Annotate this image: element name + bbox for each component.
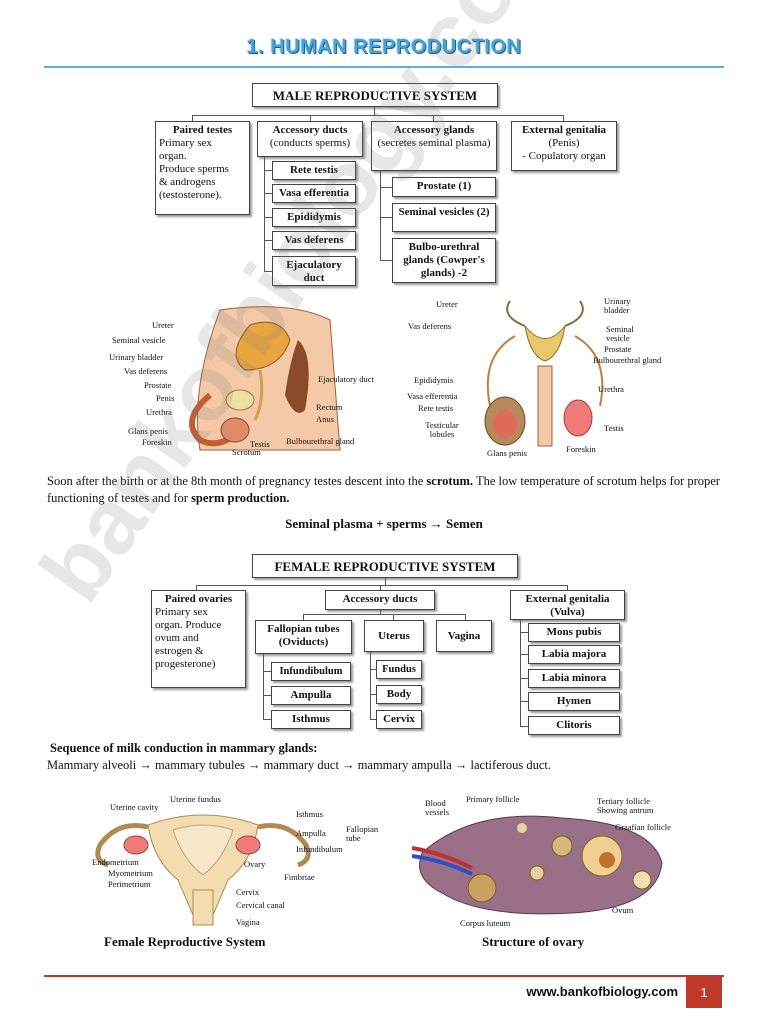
seminal-vesicles-box: Seminal vesicles (2) [392,203,496,232]
fallopian-tubes-box: Fallopian tubes (Oviducts) [255,620,352,654]
accessory-ducts-box: Accessory ducts (conducts sperms) [257,121,363,157]
testes-descent-paragraph: Soon after the birth or at the 8th month… [47,473,727,507]
d2-label-testis: Testis [604,424,624,433]
ov-label-corpus-luteum: Corpus luteum [460,919,510,928]
epididymis-box: Epididymis [272,208,356,227]
fd-label-perimetrium: Perimetrium [108,880,151,889]
ov-label-graafian-follicle: Graafian follicle [615,823,671,832]
ov-label-tertiary-follicle: Tertiary follicle Showing antrum [597,797,677,815]
d2-label-prostate: Prostate [604,345,631,354]
vagina-box: Vagina [436,620,492,652]
vas-deferens-box: Vas deferens [272,231,356,250]
milk-sequence: Mammary alveoli → mammary tubules → mamm… [47,758,551,773]
ov-label-blood-vessels: Blood vessels [425,799,461,817]
isthmus-box: Isthmus [271,710,351,729]
ampulla-box: Ampulla [271,686,351,705]
infundibulum-box: Infundibulum [271,662,351,681]
d2-label-epididymis: Epididymis [414,376,453,385]
d2-label-rete-testis: Rete testis [418,404,453,413]
d1-label-ejaculatory-duct: Ejaculatory duct [318,375,374,384]
d1-label-foreskin: Foreskin [142,438,172,447]
fd-label-fimbriae: Fimbriae [284,873,315,882]
fd-label-infundibulum: Infundibulum [296,845,343,854]
fd-label-ovary: Ovary [244,860,265,869]
d2-label-vas-deferens: Vas deferens [408,322,451,331]
fd-label-fallopian-tube: Fallopian tube [346,825,380,843]
d2-label-urinary-bladder: Urinary bladder [604,297,650,315]
labia-majora-box: Labia majora [528,645,620,664]
ovary-diagram-caption: Structure of ovary [482,934,584,950]
prostate-box: Prostate (1) [392,177,496,197]
labia-minora-box: Labia minora [528,669,620,688]
female-diagram-caption: Female Reproductive System [104,934,266,950]
male-system-header: MALE REPRODUCTIVE SYSTEM [252,83,498,107]
d2-label-foreskin: Foreskin [566,445,596,454]
d1-label-bulbourethral: Bulbourethral gland [286,437,356,446]
fd-label-isthmus: Isthmus [296,810,323,819]
d1-label-ureter: Ureter [152,321,174,330]
external-genitalia-female-box: External genitalia (Vulva) [510,590,625,620]
d1-label-urinary-bladder: Urinary bladder [109,353,163,362]
page-title: 1. HUMAN REPRODUCTION [0,36,768,59]
d1-label-seminal-vesicle: Seminal vesicle [112,336,166,345]
d1-label-glans-penis: Glans penis [128,427,168,436]
bulbo-urethral-box: Bulbo-urethral glands (Cowper's glands) … [392,238,496,283]
ejaculatory-duct-box: Ejaculatory duct [272,256,356,286]
body-box: Body [376,685,422,704]
fd-label-vagina: Vagina [236,918,260,927]
female-accessory-ducts-box: Accessory ducts [325,590,435,610]
d1-label-rectum: Rectum [316,403,342,412]
fd-label-myometrium: Myometrium [108,869,153,878]
d1-label-penis: Penis [156,394,174,403]
milk-heading: Sequence of milk conduction in mammary g… [50,741,317,756]
male-frontview-illustration [470,296,620,456]
clitoris-box: Clitoris [528,716,620,735]
d2-label-bulbourethral: Bulbourethral gland [593,356,663,365]
fd-label-endometrium: Endometrium [92,858,139,867]
fd-label-cervix: Cervix [236,888,259,897]
d2-label-glans-penis: Glans penis [487,449,527,458]
mons-pubis-box: Mons pubis [528,623,620,642]
hymen-box: Hymen [528,692,620,711]
fd-label-uterine-cavity: Uterine cavity [110,803,158,812]
footer-site-link[interactable]: www.bankofbiology.com [526,984,678,999]
fd-label-ampulla: Ampulla [296,829,326,838]
uterus-box: Uterus [364,620,424,652]
d2-label-seminal-vesicle: Seminal vesicle [606,325,652,343]
fd-label-uterine-fundus: Uterine fundus [170,795,221,804]
d1-label-urethra: Urethra [146,408,172,417]
cervix-box: Cervix [376,710,422,729]
female-system-header: FEMALE REPRODUCTIVE SYSTEM [252,554,518,578]
d1-label-vas-deferens: Vas deferens [124,367,167,376]
fundus-box: Fundus [376,660,422,679]
accessory-glands-box: Accessory glands (secretes seminal plasm… [371,121,497,171]
external-genitalia-male-box: External genitalia (Penis) - Copulatory … [511,121,617,171]
rete-testis-box: Rete testis [272,161,356,180]
d2-label-ureter: Ureter [436,300,458,309]
fd-label-cervical-canal: Cervical canal [236,901,285,910]
d2-label-testicular-lobules: Testicular lobules [418,421,466,439]
d1-label-scrotum: Scrotum [232,448,261,457]
d2-label-urethra: Urethra [598,385,624,394]
paired-testes-box: Paired testes Primary sex organ. Produce… [155,121,250,215]
semen-equation: Seminal plasma + sperms → Semen [0,516,768,532]
title-divider [44,66,724,68]
footer-divider [44,975,724,977]
d1-label-testis: Testis [250,440,270,449]
vasa-efferentia-box: Vasa efferentia [272,184,356,203]
page-number: 1 [686,976,722,1008]
paired-ovaries-box: Paired ovaries Primary sex organ. Produc… [151,590,246,688]
ov-label-primary-follicle: Primary follicle [466,795,520,804]
d2-label-vasa-efferentia: Vasa efferentia [407,392,458,401]
d1-label-prostate: Prostate [144,381,171,390]
d1-label-anus: Anus [316,415,334,424]
ov-label-ovum: Ovum [612,906,633,915]
